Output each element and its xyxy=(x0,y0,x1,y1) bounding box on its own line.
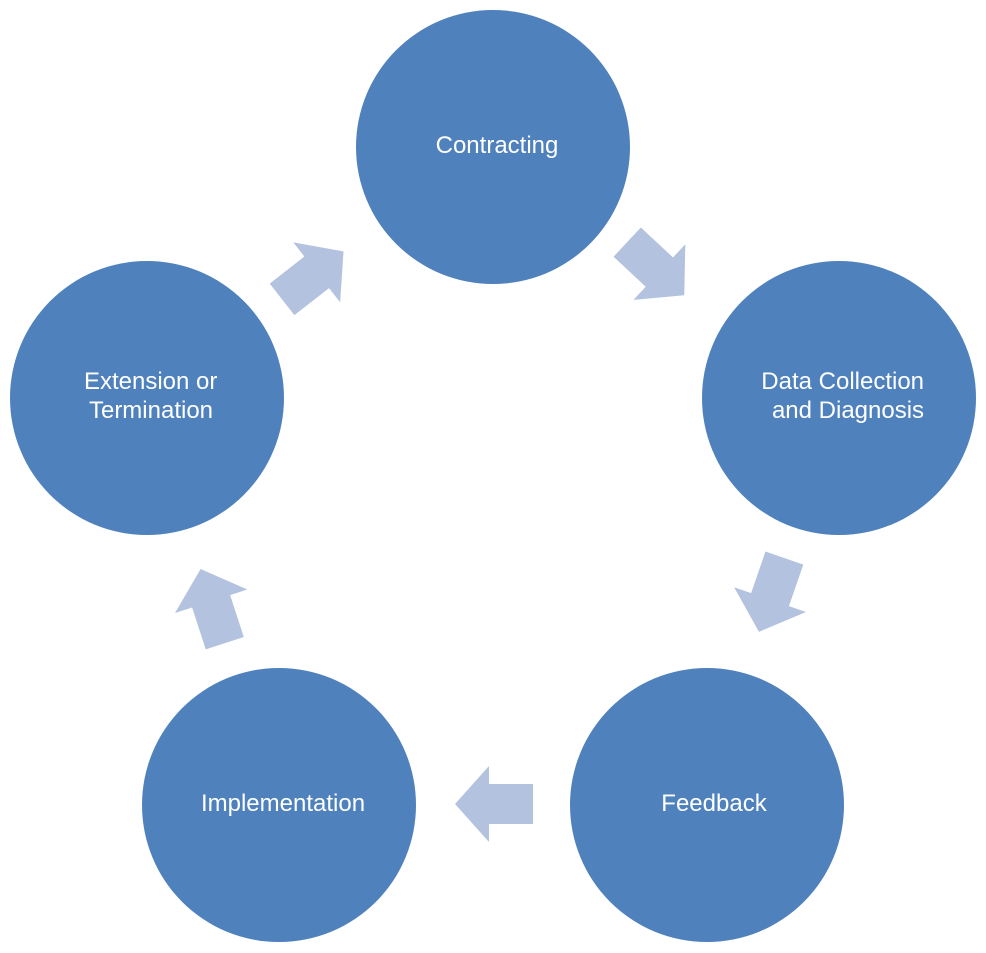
stage-extension-label-line-1: Extension or xyxy=(84,368,217,395)
stage-extension-or-termination: Extension or Termination xyxy=(10,261,284,535)
stage-implementation-label: Implementation xyxy=(201,790,365,817)
stage-data-collection-and-diagnosis: Data Collection and Diagnosis xyxy=(702,261,976,535)
svg-text:Data Collection and Diag: Data Collection and Diagnosis xyxy=(761,368,930,424)
stage-extension-label-line-2: Termination xyxy=(89,397,213,424)
svg-text:Feedback: Feedback xyxy=(661,790,767,817)
stage-contracting: Contracting xyxy=(356,10,630,284)
stage-data-collection-label-line-2: and Diagnosis xyxy=(772,397,924,424)
svg-text:Extension or Termination: Extension or Termination xyxy=(84,368,224,424)
arrow-contracting-to-data-collection xyxy=(613,227,686,300)
arrow-implementation-to-extension xyxy=(175,568,248,650)
stage-contracting-label: Contracting xyxy=(436,132,559,159)
stage-feedback: Feedback xyxy=(570,668,844,942)
stage-data-collection-label-line-1: Data Collection xyxy=(761,368,924,395)
stage-implementation: Implementation xyxy=(142,668,416,942)
svg-text:Implementation: Implementation xyxy=(201,790,365,817)
arrow-data-collection-to-feedback xyxy=(734,551,806,632)
stage-feedback-label: Feedback xyxy=(661,790,767,817)
svg-text:Contracting: Contracting xyxy=(436,132,559,159)
arrow-feedback-to-implementation xyxy=(455,766,533,842)
arrow-extension-to-contracting xyxy=(269,242,344,316)
